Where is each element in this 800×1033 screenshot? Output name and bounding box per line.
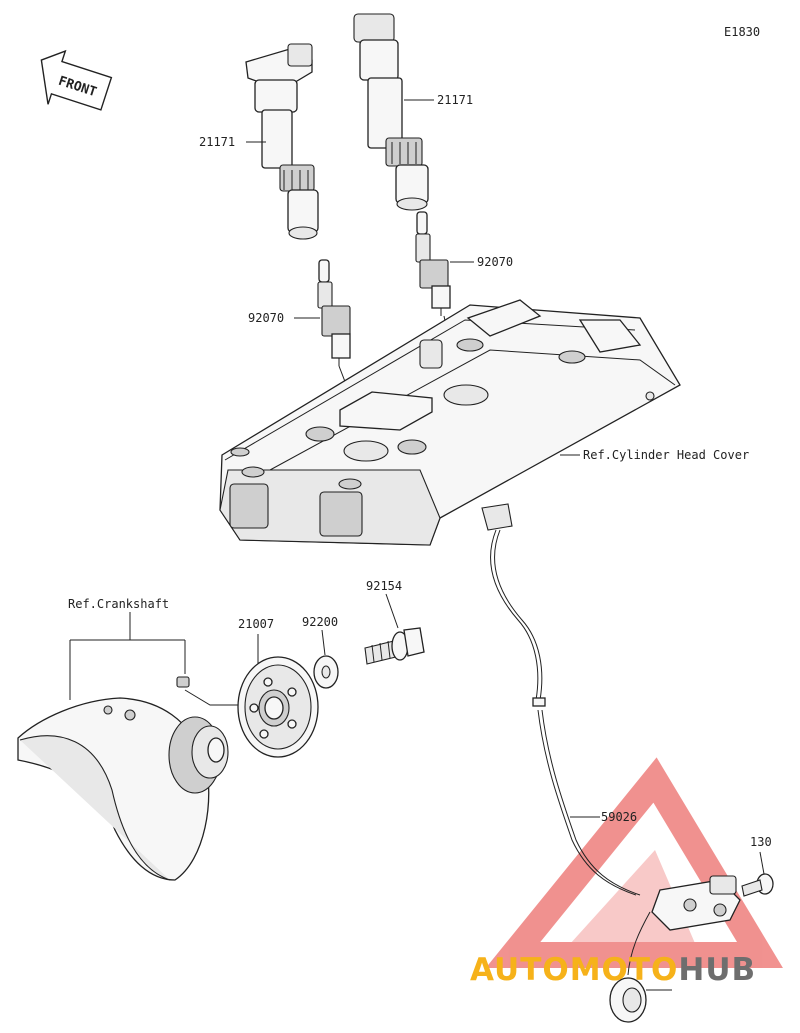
rotor-bolt bbox=[364, 627, 425, 665]
crankshaft-ref-bracket bbox=[69, 612, 263, 713]
front-arrow: FRONT bbox=[40, 49, 113, 111]
timing-rotor bbox=[237, 656, 319, 758]
ignition-coil-right bbox=[353, 13, 429, 211]
pickup-sensor bbox=[481, 503, 741, 1023]
rotor-label: 21007 bbox=[238, 617, 274, 631]
diagram-code: E1830 bbox=[724, 25, 760, 39]
watermark-part1: AUTOMOTO bbox=[470, 952, 678, 988]
coil-left-label: 21171 bbox=[199, 135, 235, 149]
crankshaft-ref-label: Ref.Crankshaft bbox=[68, 597, 169, 611]
pickup-sensor-label: 59026 bbox=[601, 810, 637, 824]
washer-label: 92200 bbox=[302, 615, 338, 629]
crankshaft-pin bbox=[176, 676, 190, 688]
plug-left-label: 92070 bbox=[248, 311, 284, 325]
sensor-bolt bbox=[741, 873, 774, 897]
spark-plug-left bbox=[317, 259, 351, 366]
ignition-coil-left bbox=[245, 43, 319, 240]
sensor-bolt-label: 130 bbox=[750, 835, 772, 849]
spark-plug-right bbox=[415, 211, 451, 316]
head-cover-ref-label: Ref.Cylinder Head Cover bbox=[583, 448, 749, 462]
coil-right-label: 21171 bbox=[437, 93, 473, 107]
crankshaft-housing bbox=[17, 697, 229, 881]
bolt-label: 92154 bbox=[366, 579, 402, 593]
watermark-part2: HUB bbox=[678, 952, 756, 988]
cylinder-head-cover bbox=[219, 299, 681, 546]
plug-right-label: 92070 bbox=[477, 255, 513, 269]
watermark-logo bbox=[485, 757, 783, 968]
watermark-text: AUTOMOTOHUB bbox=[470, 952, 756, 988]
washer bbox=[313, 655, 339, 689]
